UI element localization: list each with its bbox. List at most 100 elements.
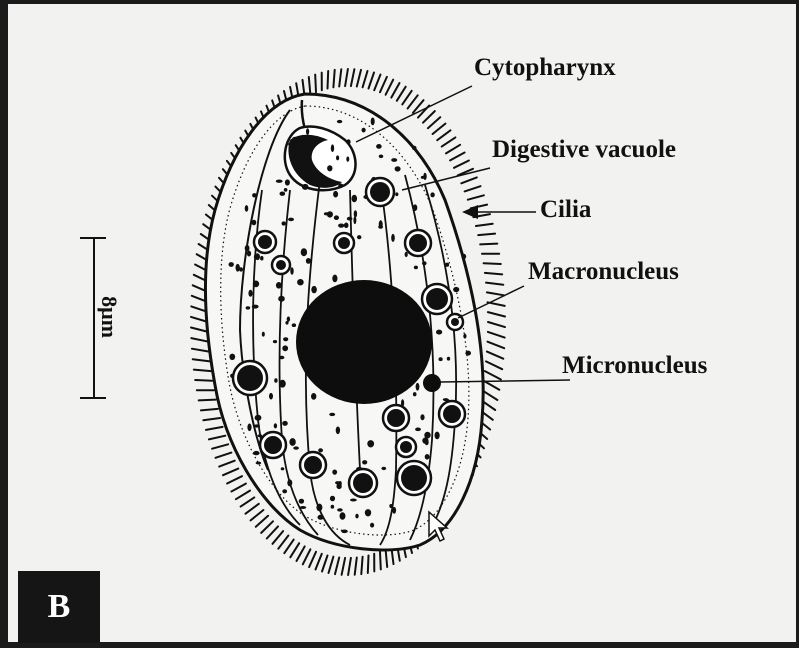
cilium [316,554,322,570]
cilium [488,332,505,338]
cilium [380,77,387,92]
vacuole-content [370,182,390,202]
granule [247,251,251,257]
cilium [423,111,435,123]
cilium [391,83,399,98]
cilium [488,322,505,327]
granule [337,120,342,123]
cilium [227,476,242,483]
granule [245,205,249,212]
cilium [487,352,503,359]
cilium [480,244,497,245]
granule [412,146,417,150]
granule [300,506,307,509]
granule [253,281,259,288]
vacuole-content [304,456,322,474]
granule [316,504,322,512]
granule [453,287,459,292]
granule [355,514,358,519]
granule [338,184,343,189]
granule [329,413,335,416]
panel-letter: B [18,571,100,643]
cilium [357,70,361,87]
label-micronucleus: Micronucleus [562,352,707,380]
granule [287,479,292,486]
cilium [374,75,380,91]
granule [447,357,450,361]
cilium [468,195,484,199]
granule [276,282,282,289]
granule [331,144,334,152]
cilium [315,75,316,93]
cilium [369,73,375,89]
vacuole-content [338,237,350,249]
granule [262,332,265,337]
granule [285,321,288,325]
granule [301,248,307,256]
vacuole-content [443,405,461,423]
granule [254,424,260,427]
cilium [335,558,339,575]
cilium [485,371,501,379]
granule [253,451,260,455]
cilium [380,552,381,570]
label-digestive-vacuole: Digestive vacuole [492,136,676,164]
cilium [339,69,341,86]
granule [376,144,382,149]
cilium [206,427,223,430]
granule [252,193,257,197]
granule [327,165,332,171]
granule [288,218,294,222]
granule [318,448,323,452]
granule [378,225,383,229]
granule [332,470,337,475]
cilium [486,361,502,369]
granule [269,393,273,400]
cilium [212,444,228,448]
cilium [428,117,440,128]
cilium [487,292,504,295]
granule [274,423,277,428]
granule [336,427,340,435]
granule [282,489,287,493]
granule [292,137,298,142]
granule [302,184,309,190]
granule [255,415,262,421]
cilium [273,531,284,544]
granule [395,166,401,171]
cilium [333,70,334,87]
cilium [246,504,259,514]
scale-bar-label: 8μm [96,296,122,338]
cilium [368,556,369,574]
granule [353,216,356,224]
granule [370,523,374,528]
micronucleus [423,374,441,392]
cilium [195,380,212,381]
granule [288,142,294,146]
vacuole-content [409,234,427,252]
cilium [386,80,394,95]
granule [350,499,357,502]
vacuole-content [353,473,373,493]
granule [338,224,344,228]
granule [367,440,374,447]
granule [344,223,349,229]
granule [463,334,466,339]
cilium [199,400,216,401]
granule [280,192,286,196]
cilium [461,177,477,183]
cilium [261,521,273,533]
granule [425,454,430,460]
cilium [486,283,503,285]
cilium [309,77,311,95]
cilium [223,469,238,476]
granule [247,424,251,432]
panel-letter-box: B [18,571,100,643]
granule [248,290,252,297]
cilium [284,540,293,554]
granule [255,253,260,260]
granule [352,195,358,203]
granule [340,512,346,520]
cilium [348,558,351,575]
